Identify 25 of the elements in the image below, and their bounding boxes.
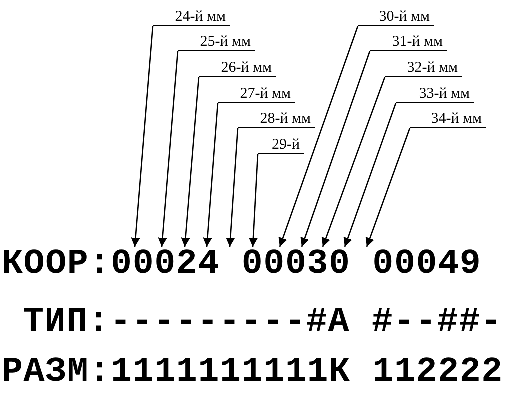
code-line: КООР:00024 00030 00049 [2, 248, 482, 280]
leader-line [131, 26, 154, 248]
callout-label: 27-й мм [218, 86, 295, 103]
callout-label: 34-й мм [410, 111, 486, 128]
leader-line [300, 51, 371, 248]
callout-label: 31-й мм [370, 34, 447, 51]
callout-label: 25-й мм [178, 34, 255, 51]
leader-line [181, 77, 200, 248]
callout-label: 24-й мм [153, 9, 230, 26]
leader-line [158, 51, 179, 248]
leader-line [366, 128, 411, 248]
callout-label: 26-й мм [199, 60, 276, 77]
leader-line [249, 154, 259, 248]
leader-line [278, 26, 359, 248]
leader-line [322, 77, 386, 248]
callout-label: 28-й мм [238, 111, 315, 128]
leader-line [203, 103, 219, 248]
callout-label: 32-й мм [385, 60, 462, 77]
callout-label: 29-й [258, 137, 304, 154]
callout-label: 33-й мм [396, 86, 474, 103]
callout-label: 30-й мм [358, 9, 434, 26]
code-line: ТИП:---------#A #--##- [23, 306, 503, 338]
code-line: РАЗМ:1111111111К 112222 [2, 356, 504, 388]
leader-line [344, 103, 397, 248]
leader-line [226, 128, 239, 248]
